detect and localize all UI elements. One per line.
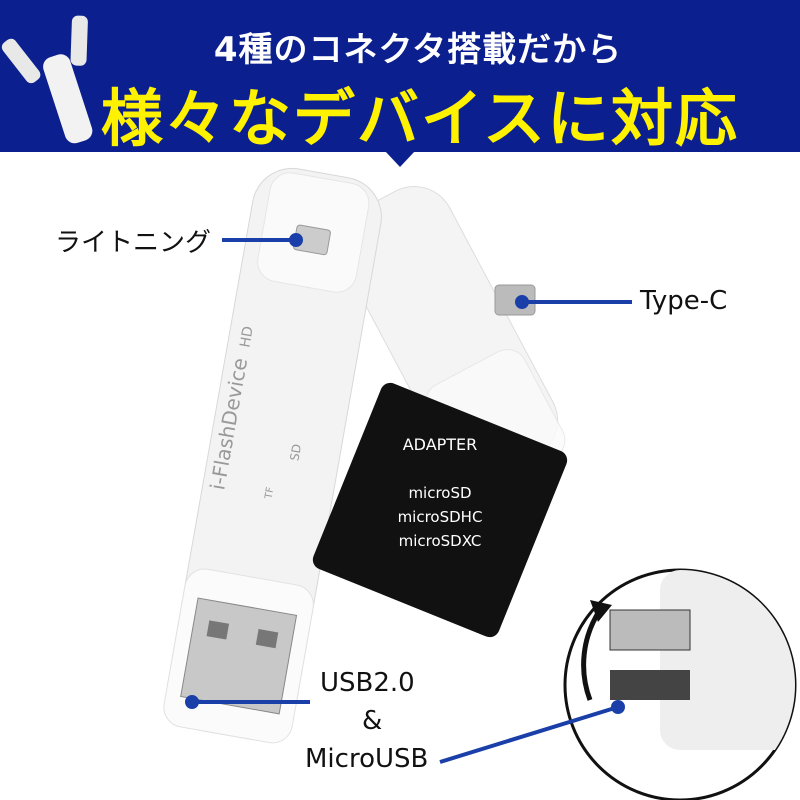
usb-label: USB2.0 (320, 668, 415, 698)
usb-connector (180, 597, 298, 715)
hd-badge: HD (237, 325, 256, 349)
micro-usb-label: MicroUSB (305, 744, 429, 774)
adapter-line: microSDHC (398, 508, 483, 526)
microusb-inset (563, 568, 797, 800)
rotate-arrow-icon (581, 608, 603, 701)
banner-subtitle: 4種のコネクタ搭載だから (213, 30, 623, 70)
tf-slot-label: TF (263, 486, 276, 501)
callout-lines (185, 233, 632, 764)
adapter-line: microSDXC (399, 532, 482, 550)
adapter-line: microSD (408, 484, 471, 502)
sd-slot-label: SD (287, 443, 304, 462)
banner-pointer (385, 151, 415, 167)
mini-device-icon (1, 15, 93, 144)
sd-adapter: ADAPTER microSD microSDHC microSDXC (312, 382, 568, 638)
type-c-label: Type-C (640, 286, 728, 316)
lightning-label: ライトニング (55, 228, 212, 258)
banner-headline: 様々なデバイスに対応 (100, 82, 740, 155)
header-banner: 4種のコネクタ搭載だから 様々なデバイスに対応 (0, 0, 800, 155)
ampersand-label: & (362, 706, 383, 736)
adapter-title: ADAPTER (403, 435, 478, 454)
